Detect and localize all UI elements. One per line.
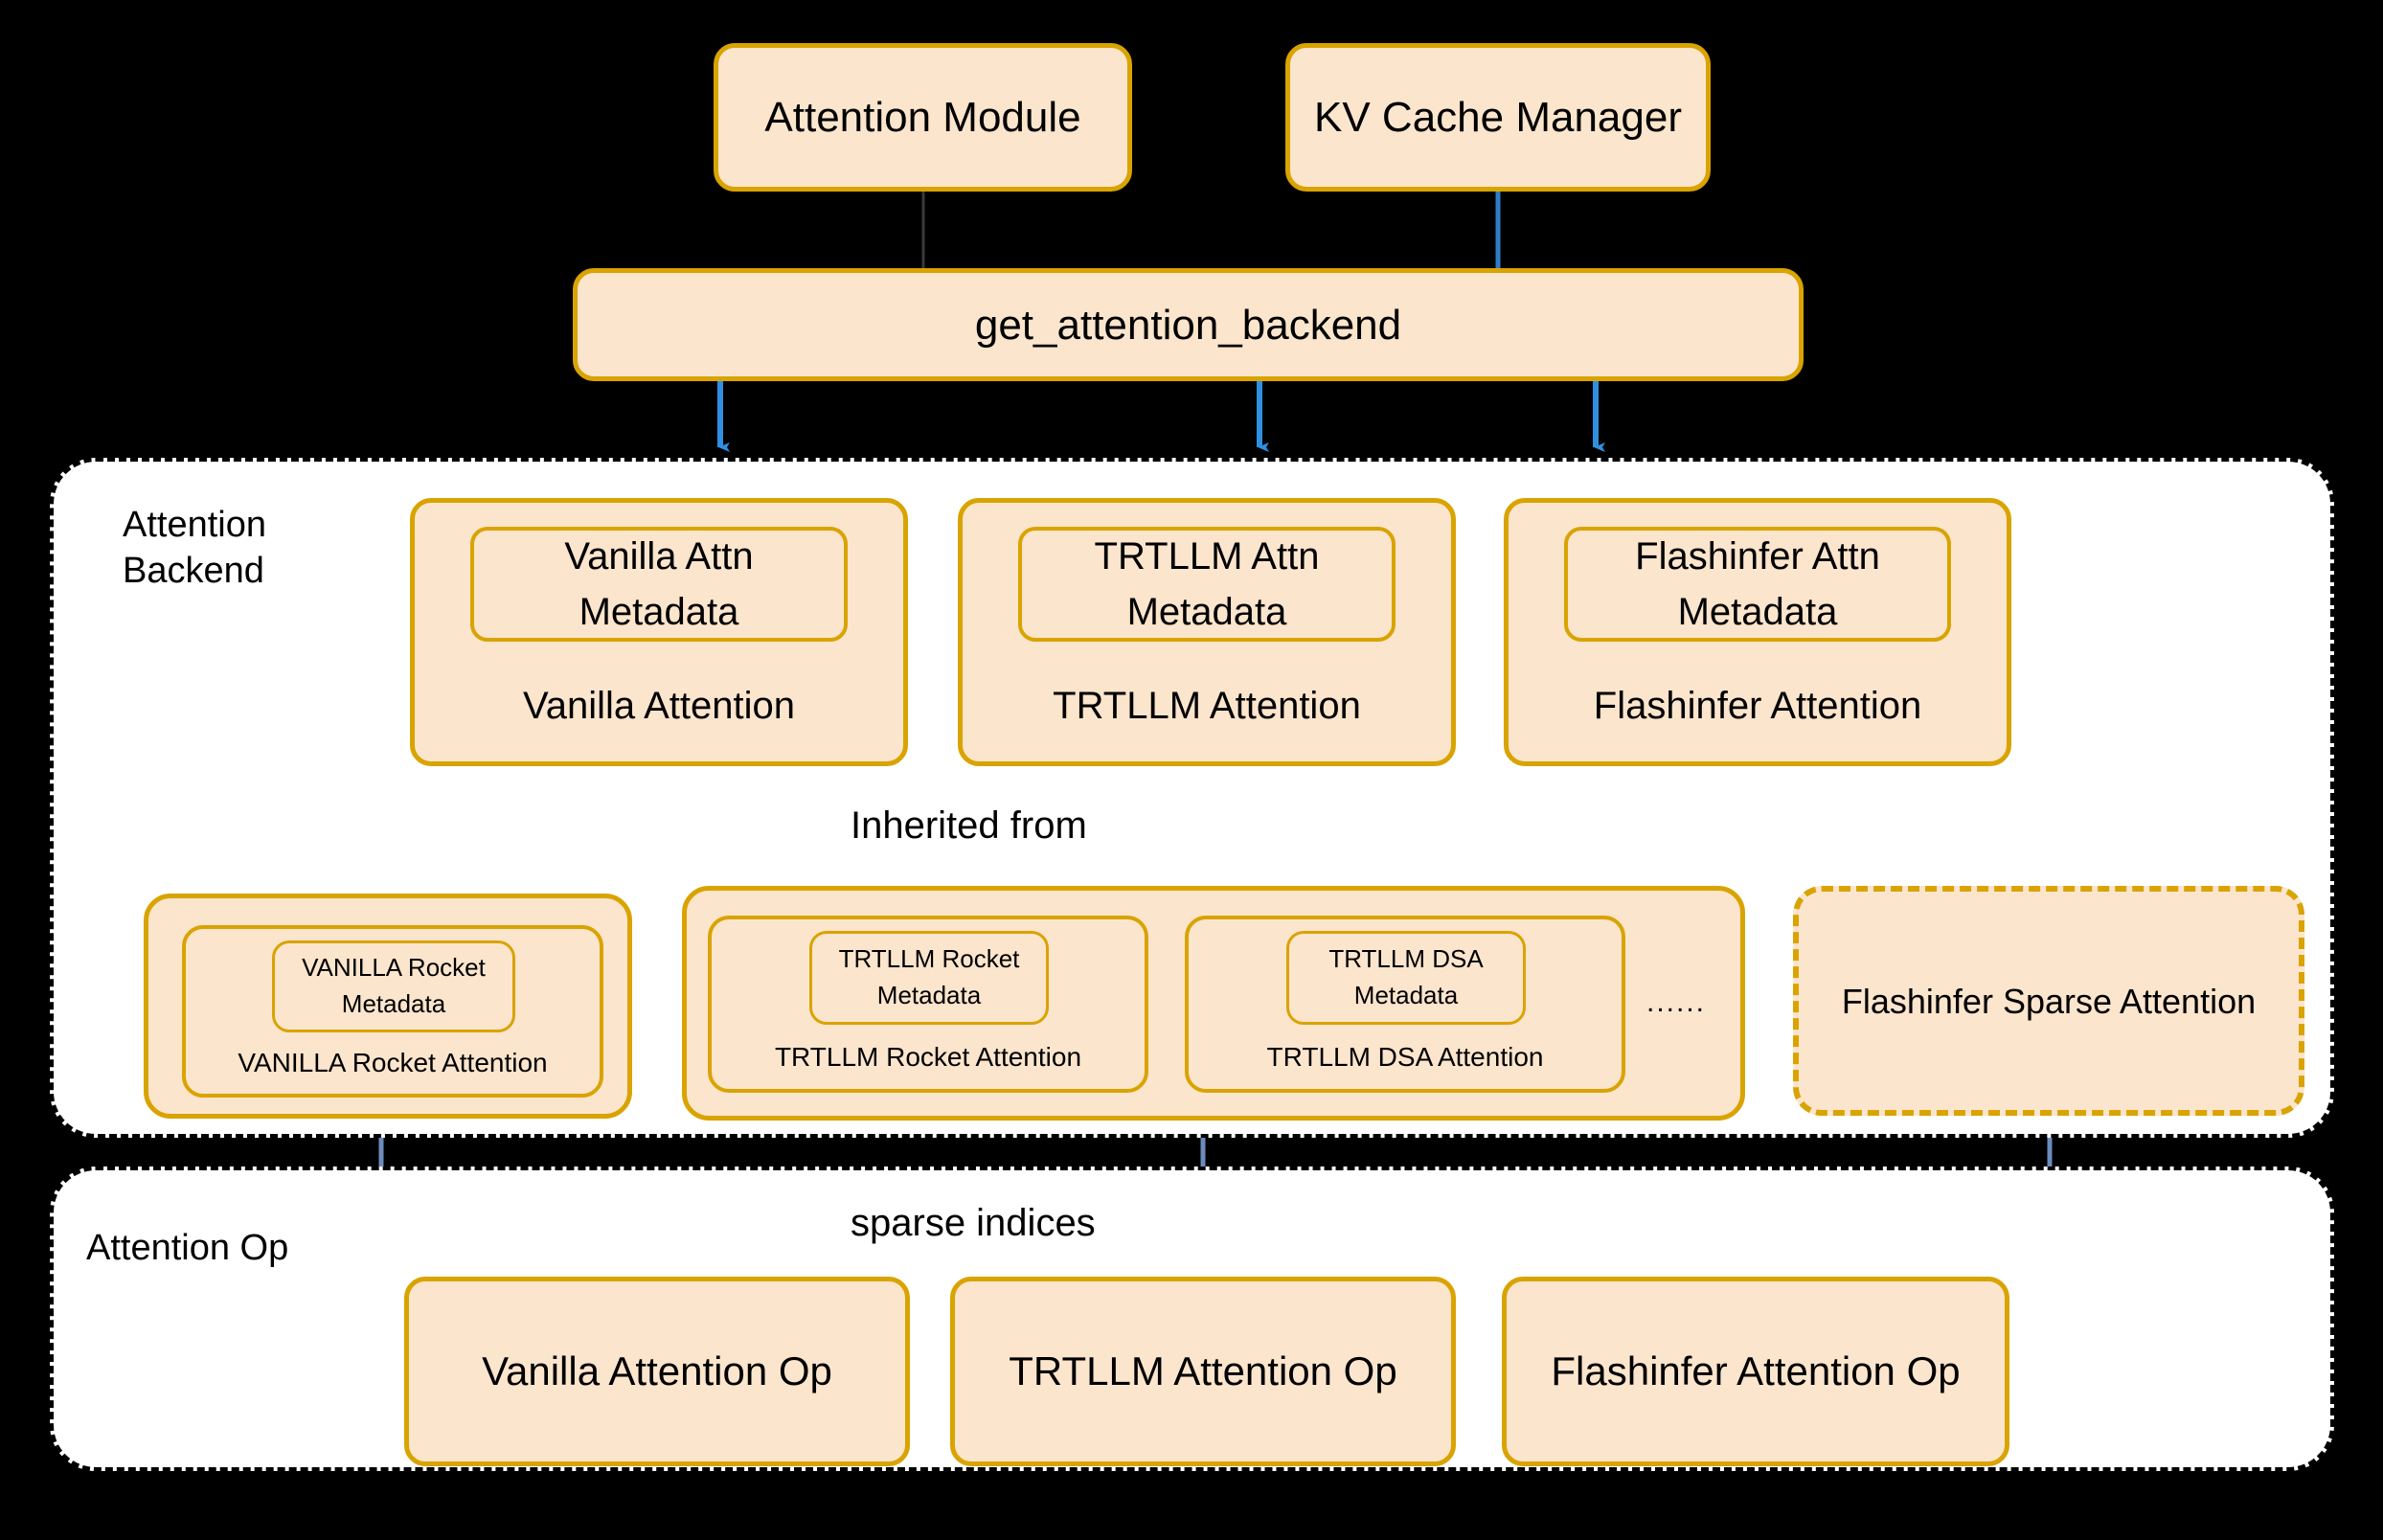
flashinfer-attn-metadata-label: Flashinfer Attn Metadata (1635, 535, 1880, 633)
attention-op-section-label: Attention Op (86, 1228, 289, 1268)
trtllm-dsa-metadata-label: TRTLLM DSA Metadata (1328, 944, 1484, 1009)
trtllm-dsa-attention-node[interactable]: TRTLLM DSA Metadata TRTLLM DSA Attention (1185, 916, 1625, 1093)
trtllm-rocket-attention-node[interactable]: TRTLLM Rocket Metadata TRTLLM Rocket Att… (708, 916, 1148, 1093)
attention-op-node-vanilla[interactable]: Vanilla Attention Op (404, 1277, 910, 1466)
sparse-group-vanilla[interactable]: VANILLA Rocket Metadata VANILLA Rocket A… (144, 894, 632, 1119)
attention-op-trtllm-label: TRTLLM Attention Op (1009, 1348, 1397, 1393)
attention-module-label: Attention Module (764, 94, 1081, 141)
vanilla-attn-metadata-node[interactable]: Vanilla Attn Metadata (470, 527, 848, 642)
get-attention-backend-node[interactable]: get_attention_backend (573, 268, 1804, 381)
kv-cache-manager-node[interactable]: KV Cache Manager (1285, 43, 1711, 192)
kv-cache-manager-label: KV Cache Manager (1314, 94, 1682, 141)
vanilla-rocket-metadata-node[interactable]: VANILLA Rocket Metadata (272, 940, 515, 1032)
flashinfer-attention-label: Flashinfer Attention (1593, 685, 1922, 727)
flashinfer-attn-metadata-node[interactable]: Flashinfer Attn Metadata (1564, 527, 1951, 642)
trtllm-dsa-metadata-node[interactable]: TRTLLM DSA Metadata (1286, 931, 1526, 1025)
vanilla-rocket-attention-node[interactable]: VANILLA Rocket Metadata VANILLA Rocket A… (182, 925, 603, 1098)
sparse-group-ellipsis: ...... (1646, 986, 1707, 1018)
attention-op-flashinfer-label: Flashinfer Attention Op (1551, 1348, 1961, 1393)
vanilla-rocket-attention-label: VANILLA Rocket Attention (238, 1048, 548, 1077)
trtllm-rocket-metadata-label: TRTLLM Rocket Metadata (838, 944, 1020, 1009)
trtllm-attn-metadata-node[interactable]: TRTLLM Attn Metadata (1018, 527, 1396, 642)
attention-op-vanilla-label: Vanilla Attention Op (482, 1348, 832, 1393)
inherited-from-label: Inherited from (851, 804, 1087, 847)
vanilla-rocket-metadata-label: VANILLA Rocket Metadata (302, 953, 486, 1018)
vanilla-attn-metadata-label: Vanilla Attn Metadata (564, 535, 754, 633)
attention-op-node-flashinfer[interactable]: Flashinfer Attention Op (1502, 1277, 2009, 1466)
vanilla-attention-label: Vanilla Attention (523, 685, 795, 727)
trtllm-rocket-metadata-node[interactable]: TRTLLM Rocket Metadata (809, 931, 1049, 1025)
attention-op-node-trtllm[interactable]: TRTLLM Attention Op (950, 1277, 1456, 1466)
trtllm-rocket-attention-label: TRTLLM Rocket Attention (774, 1042, 1082, 1072)
sparse-group-trtllm[interactable]: TRTLLM Rocket Metadata TRTLLM Rocket Att… (682, 886, 1745, 1121)
attention-backend-section-label: Attention Backend (123, 505, 266, 591)
get-attention-backend-label: get_attention_backend (974, 301, 1402, 349)
backend-node-vanilla[interactable]: Vanilla Attn Metadata Vanilla Attention (410, 498, 908, 766)
flashinfer-sparse-attention-label: Flashinfer Sparse Attention (1841, 981, 2257, 1021)
backend-node-trtllm[interactable]: TRTLLM Attn Metadata TRTLLM Attention (958, 498, 1456, 766)
flashinfer-sparse-attention-node[interactable]: Flashinfer Sparse Attention (1793, 886, 2304, 1116)
trtllm-attention-label: TRTLLM Attention (1053, 685, 1361, 727)
trtllm-dsa-attention-label: TRTLLM DSA Attention (1266, 1042, 1544, 1072)
trtllm-attn-metadata-label: TRTLLM Attn Metadata (1094, 535, 1320, 633)
attention-module-node[interactable]: Attention Module (714, 43, 1132, 192)
sparse-indices-label: sparse indices (851, 1202, 1096, 1244)
backend-node-flashinfer[interactable]: Flashinfer Attn Metadata Flashinfer Atte… (1504, 498, 2011, 766)
